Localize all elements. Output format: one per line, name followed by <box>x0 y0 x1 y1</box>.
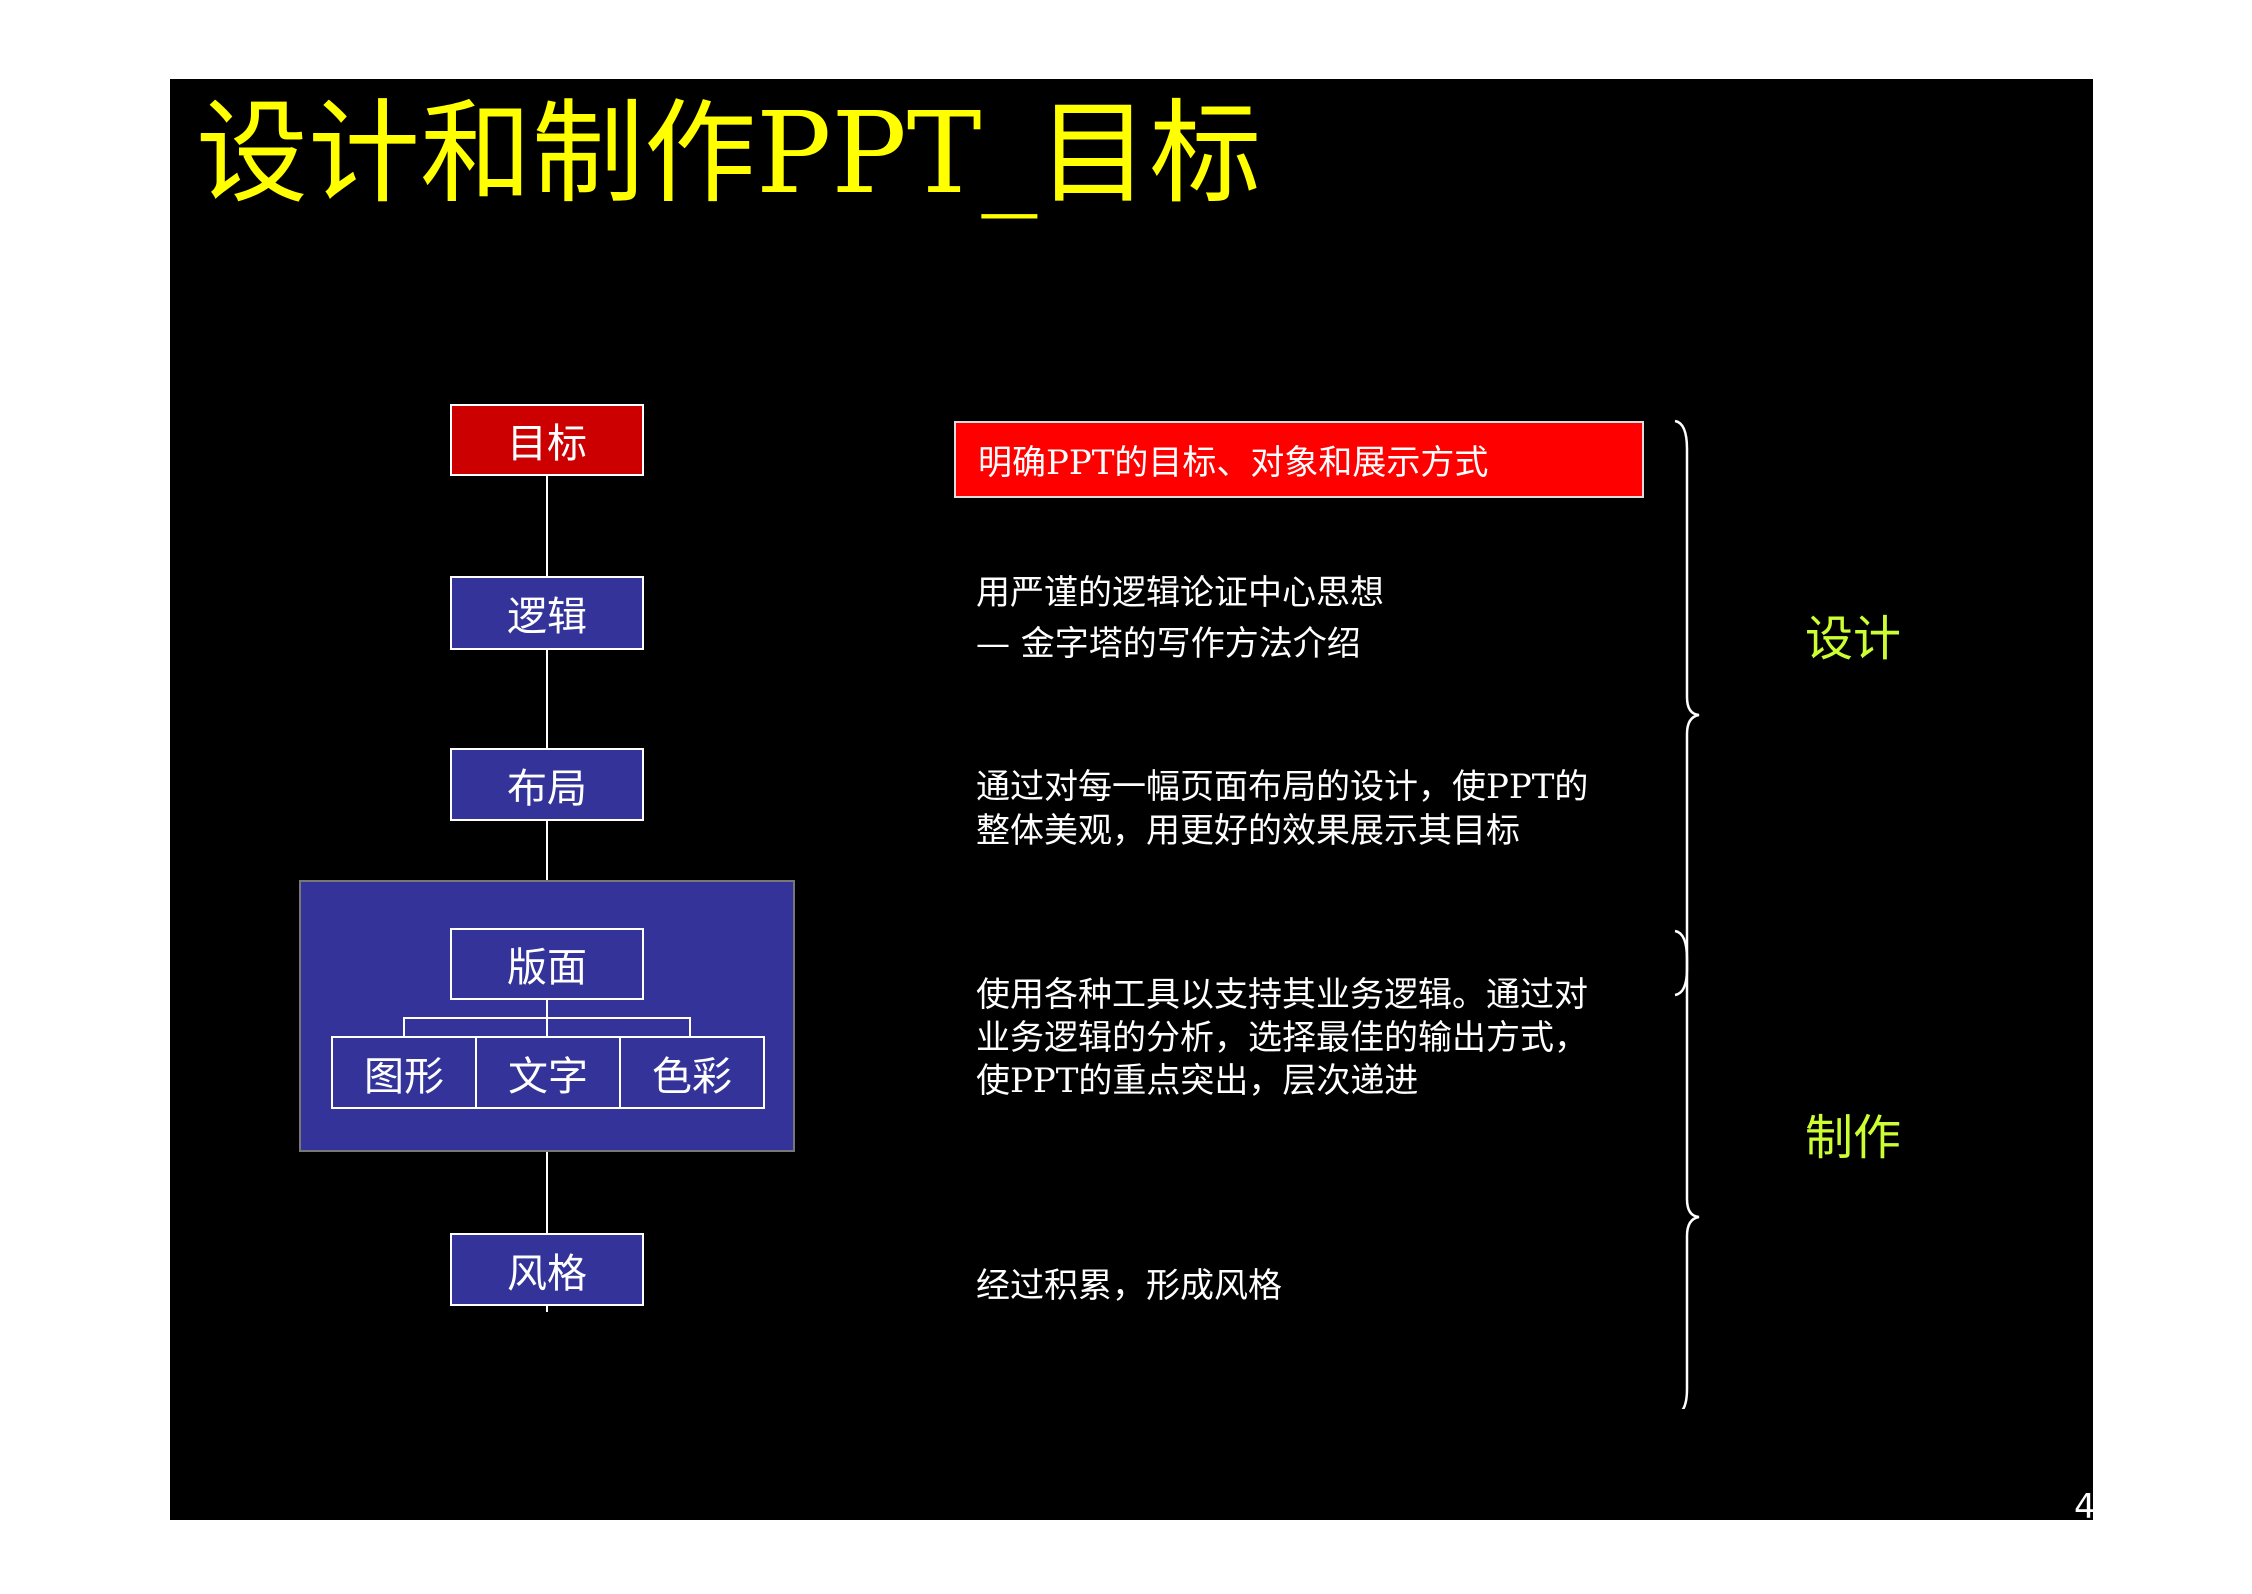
flow-box-layout: 布局 <box>450 748 644 821</box>
branch-right <box>689 1017 691 1036</box>
style-description: 经过积累，形成风格 <box>976 1266 1282 1306</box>
group-label-production: 制作 <box>1805 1110 1902 1166</box>
flow-box-color: 色彩 <box>619 1036 765 1109</box>
slide: 设计和制作PPT_目标 目标 逻辑 布局 版面 图形 文字 色彩 风格 明确PP… <box>170 79 2093 1520</box>
page-number: 4 <box>2074 1487 2093 1520</box>
flow-box-page: 版面 <box>450 928 644 1000</box>
brace-icon <box>1674 419 1700 1409</box>
branch-connector <box>403 1017 691 1019</box>
layout-description-line1: 通过对每一幅页面布局的设计，使PPT的 <box>976 767 1589 807</box>
flow-box-style: 风格 <box>450 1233 644 1306</box>
goal-description: 明确PPT的目标、对象和展示方式 <box>954 421 1644 498</box>
flow-box-logic: 逻辑 <box>450 576 644 650</box>
page-description-line2: 业务逻辑的分析，选择最佳的输出方式， <box>976 1018 1588 1058</box>
branch-left <box>403 1017 405 1036</box>
page-description-line1: 使用各种工具以支持其业务逻辑。通过对 <box>976 975 1588 1015</box>
group-label-design: 设计 <box>1805 611 1902 667</box>
flow-box-text: 文字 <box>475 1036 621 1109</box>
logic-description-line2: — 金字塔的写作方法介绍 <box>976 624 1361 664</box>
flow-box-graphics: 图形 <box>331 1036 477 1109</box>
layout-description-line2: 整体美观，用更好的效果展示其目标 <box>976 811 1520 851</box>
flow-box-goal: 目标 <box>450 404 644 476</box>
logic-description-line1: 用严谨的逻辑论证中心思想 <box>976 573 1384 613</box>
page-description-line3: 使PPT的重点突出，层次递进 <box>976 1061 1419 1101</box>
slide-title: 设计和制作PPT_目标 <box>196 89 1262 219</box>
